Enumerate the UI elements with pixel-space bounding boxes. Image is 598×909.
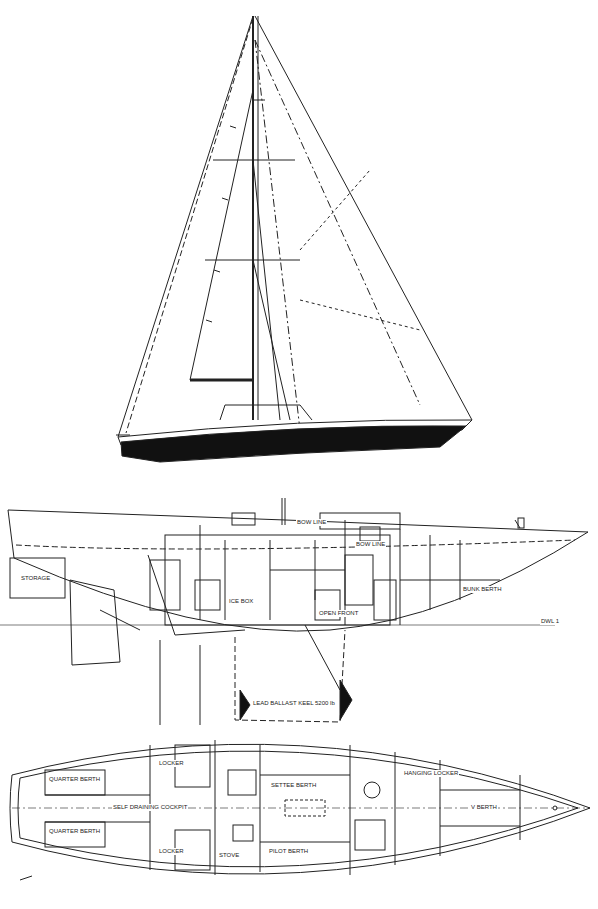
part-label: SETTEE BERTH xyxy=(270,782,317,789)
part-label: ICE BOX xyxy=(228,598,254,605)
part-label: PILOT BERTH xyxy=(268,848,309,855)
part-label: QUARTER BERTH xyxy=(48,776,101,783)
part-label: OPEN FRONT xyxy=(318,610,359,617)
part-label: LEAD BALLAST KEEL 5200 lb xyxy=(252,700,336,707)
part-label: SELF DRAINING COCKPIT xyxy=(112,804,188,811)
part-label: STORAGE xyxy=(20,575,51,582)
part-label: LOCKER xyxy=(158,848,185,855)
part-label: HANGING LOCKER xyxy=(403,770,459,777)
part-label: DWL 1 xyxy=(540,618,560,625)
part-label: LOCKER xyxy=(158,760,185,767)
part-label: STOVE xyxy=(218,852,240,859)
part-label: BOW LINE xyxy=(296,519,327,526)
part-label: QUARTER BERTH xyxy=(48,828,101,835)
part-label: BUNK BERTH xyxy=(462,586,503,593)
part-label: V BERTH xyxy=(470,804,498,811)
part-label: BOW LINE xyxy=(355,541,386,548)
